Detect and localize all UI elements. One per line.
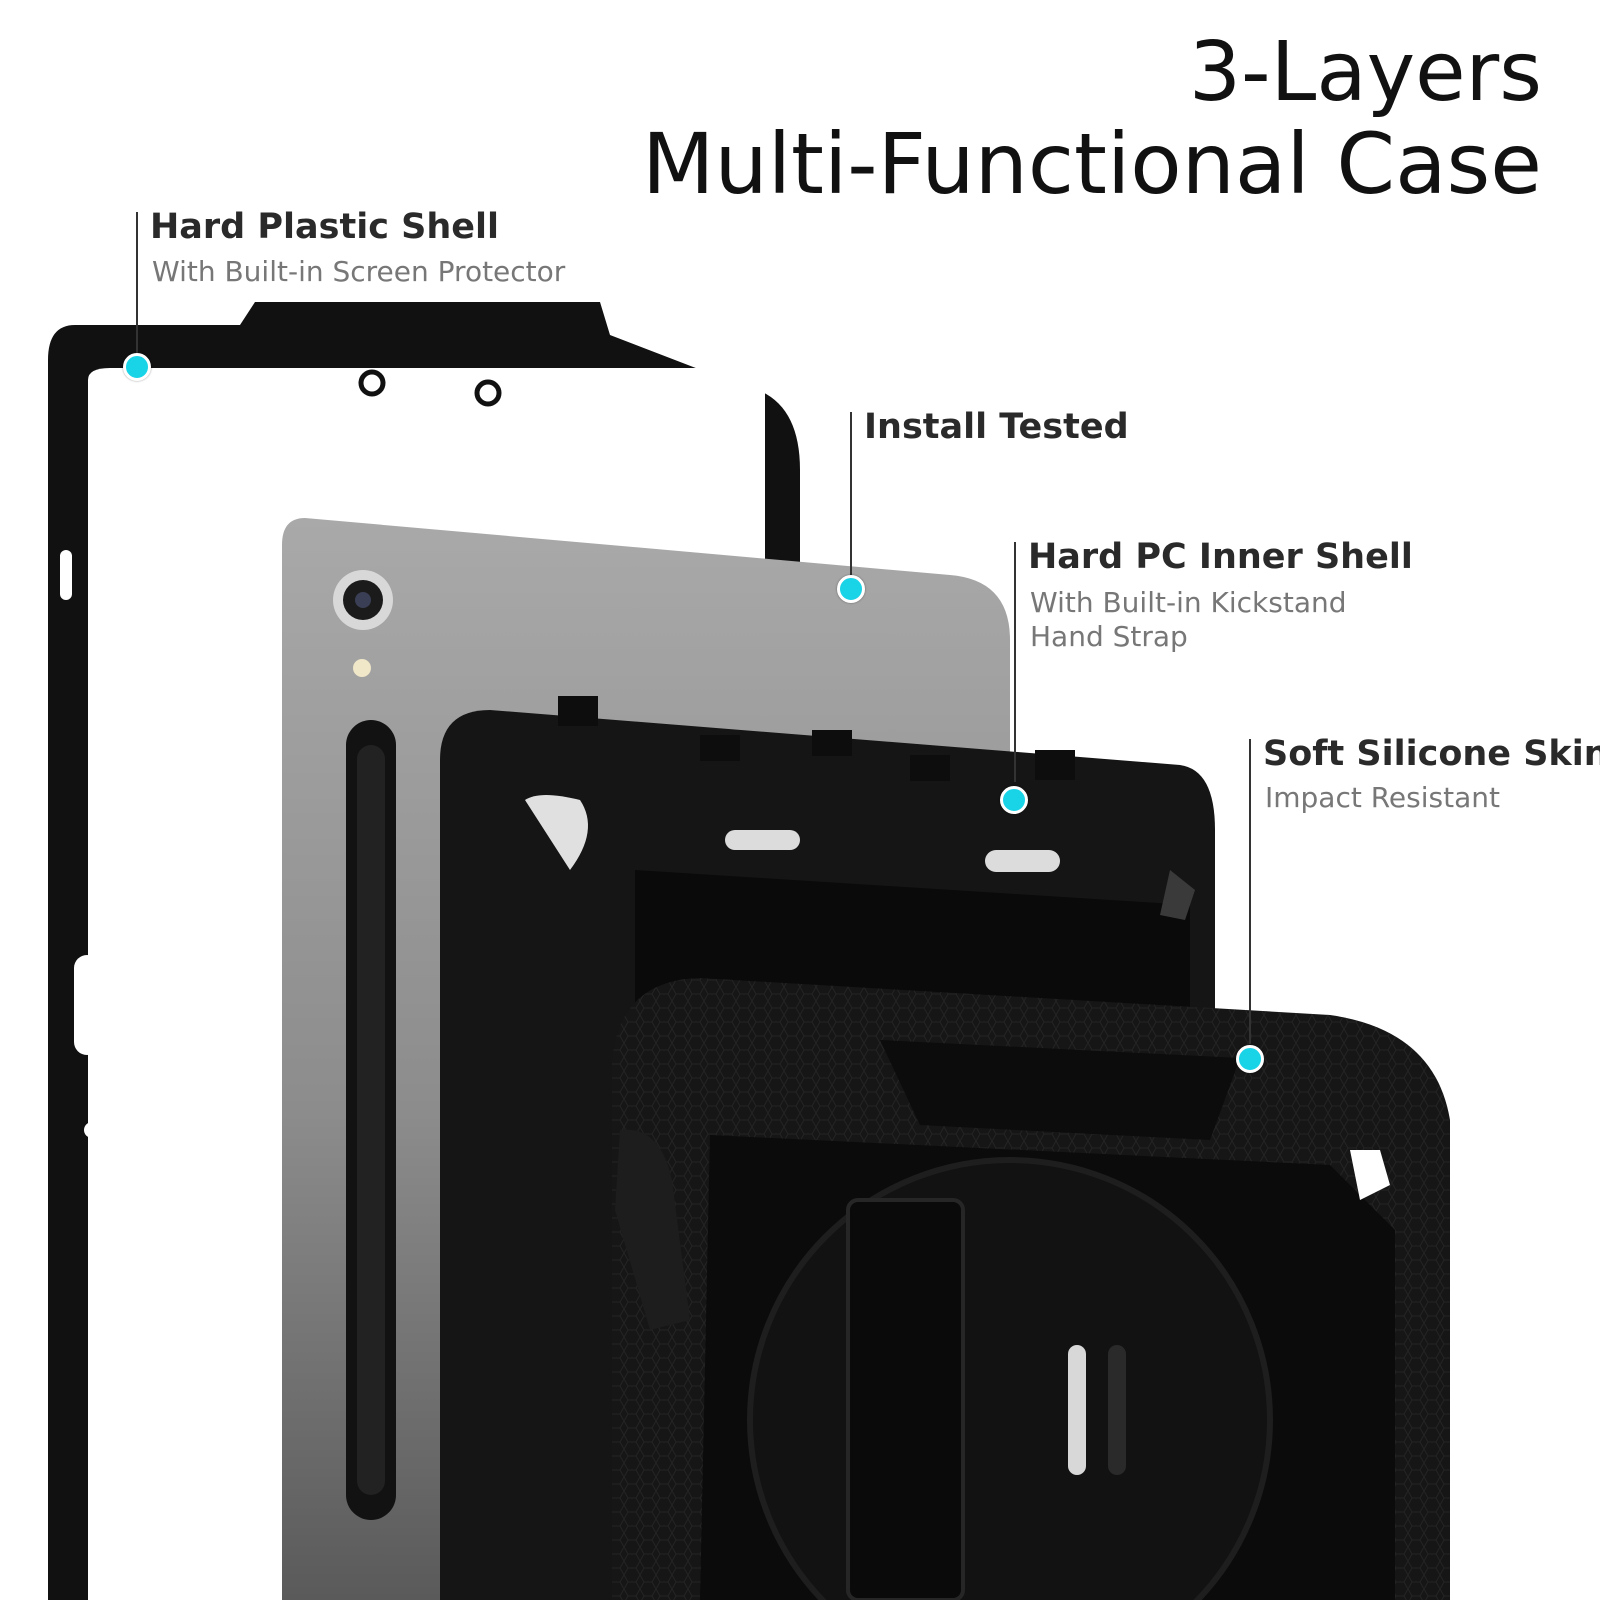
marker-dot-hard-plastic bbox=[123, 353, 151, 381]
callout-subtitle: With Built-in Screen Protector bbox=[152, 255, 566, 288]
marker-dot-install bbox=[837, 575, 865, 603]
headline-line-2: Multi-Functional Case bbox=[641, 115, 1542, 213]
headline-line-1: 3-Layers bbox=[1188, 25, 1542, 120]
callout-subtitle: Impact Resistant bbox=[1265, 781, 1500, 814]
callout-leader-line bbox=[850, 412, 852, 577]
callout-subtitle-2: Hand Strap bbox=[1030, 620, 1188, 653]
callout-title: Hard PC Inner Shell bbox=[1028, 537, 1413, 577]
callout-leader-line bbox=[1014, 542, 1016, 782]
marker-dot-silicone bbox=[1236, 1045, 1264, 1073]
callout-title: Install Tested bbox=[864, 407, 1129, 447]
callout-title: Hard Plastic Shell bbox=[150, 207, 500, 247]
callout-title: Soft Silicone Skin bbox=[1263, 734, 1600, 774]
callout-subtitle-1: With Built-in Kickstand bbox=[1030, 586, 1347, 619]
callout-leader-line bbox=[136, 212, 138, 362]
soft-silicone-skin bbox=[612, 978, 1450, 1600]
marker-dot-pc-inner bbox=[1000, 786, 1028, 814]
callout-leader-line bbox=[1249, 739, 1251, 1044]
